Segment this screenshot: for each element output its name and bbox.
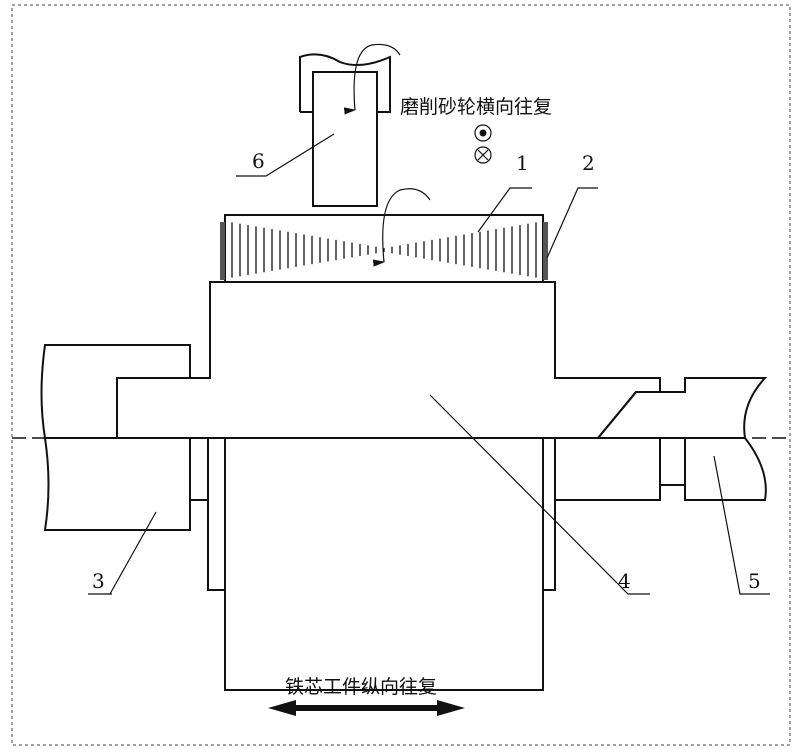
core-rotation-arrow <box>372 188 431 267</box>
right-spacer <box>554 437 661 501</box>
end-strip-right <box>543 222 548 280</box>
right-shaft <box>684 437 767 501</box>
into-plane-cross-icon <box>474 146 492 164</box>
grinding-wheel <box>312 71 378 207</box>
out-of-plane-dot-icon <box>474 124 492 142</box>
core-laminations <box>231 222 537 278</box>
frame-border <box>11 4 791 746</box>
label-5: 5 <box>748 569 761 593</box>
label-1: 1 <box>516 151 529 175</box>
end-strip-left <box>220 222 225 280</box>
leader-4 <box>429 394 650 595</box>
right-shaft-neck <box>659 438 685 486</box>
leader-6 <box>236 133 335 177</box>
label-3: 3 <box>92 569 105 593</box>
label-4: 4 <box>618 569 631 593</box>
mandrel-section <box>116 281 661 439</box>
wheel-motion-text: 磨削砂轮横向往复 <box>400 96 552 118</box>
leader-5 <box>713 455 770 595</box>
double-arrow-icon <box>268 700 465 716</box>
leader-3 <box>109 511 157 595</box>
left-shaft-section <box>40 344 191 439</box>
right-shaft-section <box>595 377 768 439</box>
left-shaft-shoulder <box>189 437 209 501</box>
label-6: 6 <box>252 149 265 173</box>
label-2: 2 <box>582 151 595 175</box>
lower-end-right <box>542 437 556 591</box>
wheel-rotation-arrow <box>343 43 401 115</box>
leader-2 <box>546 187 598 259</box>
lower-end-left <box>207 437 226 591</box>
left-shaft <box>43 437 191 531</box>
wheel-holder <box>299 53 391 113</box>
leader-1 <box>477 187 532 233</box>
workpiece-motion-text: 铁芯工件纵向往复 <box>285 676 437 698</box>
core-lower-half <box>224 437 544 691</box>
